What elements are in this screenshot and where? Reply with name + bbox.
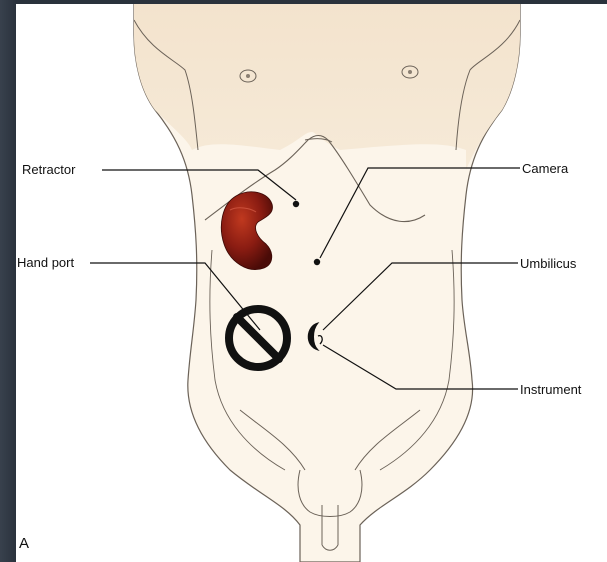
figure-panel: Retractor Camera Hand port Umbilicus Ins… <box>16 4 607 562</box>
diagram-svg: Retractor Camera Hand port Umbilicus Ins… <box>16 4 607 562</box>
label-hand-port: Hand port <box>17 255 74 270</box>
camera-port <box>314 259 320 265</box>
retractor-port <box>293 201 299 207</box>
label-retractor: Retractor <box>22 162 76 177</box>
label-camera: Camera <box>522 161 569 176</box>
panel-letter: A <box>19 535 29 552</box>
label-instrument: Instrument <box>520 382 582 397</box>
label-umbilicus: Umbilicus <box>520 256 577 271</box>
